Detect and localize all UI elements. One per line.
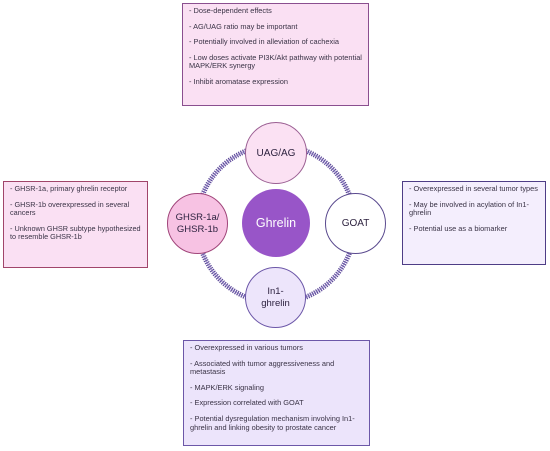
- list-item: - Potential dysregulation mechanism invo…: [190, 413, 355, 432]
- ghsr-notes-box: - GHSR-1a, primary ghrelin receptor - GH…: [3, 181, 148, 268]
- goat-notes-box: - Overexpressed in several tumor types -…: [402, 181, 546, 265]
- list-item: - Overexpressed in various tumors: [190, 343, 303, 352]
- in1-ghrelin-notes-box: - Overexpressed in various tumors - Asso…: [183, 340, 370, 446]
- list-item: - Potential use as a biomarker: [409, 223, 508, 233]
- uag-ag-label: UAG/AG: [256, 147, 296, 159]
- list-item: - Inhibit aromatase expression: [189, 76, 289, 86]
- in1-ghrelin-label: In1- ghrelin: [261, 285, 290, 309]
- uag-ag-notes-box: - Dose-dependent effects - AG/UAG ratio …: [182, 3, 369, 106]
- list-item: - Dose-dependent effects: [189, 6, 272, 15]
- uag-ag-node: UAG/AG: [245, 122, 307, 184]
- in1-ghrelin-node: In1- ghrelin: [245, 267, 306, 328]
- list-item: - Potentially involved in alleviation of…: [189, 37, 339, 47]
- ghrelin-center-node: Ghrelin: [242, 189, 310, 257]
- list-item: - Expression correlated with GOAT: [190, 398, 304, 408]
- list-item: - May be involved in acylation of In1-gh…: [409, 199, 529, 218]
- list-item: - Associated with tumor aggressiveness a…: [190, 358, 335, 377]
- list-item: - Unknown GHSR subtype hypothesized to r…: [10, 223, 141, 242]
- goat-label: GOAT: [341, 218, 370, 229]
- list-item: - AG/UAG ratio may be important: [189, 21, 298, 31]
- goat-node: GOAT: [325, 193, 386, 254]
- list-item: - Low doses activate PI3K/Akt pathway wi…: [189, 52, 362, 71]
- list-item: - GHSR-1a, primary ghrelin receptor: [10, 184, 128, 193]
- list-item: - GHSR-1b overexpressed in several cance…: [10, 199, 130, 218]
- ghsr-node: GHSR-1a/ GHSR-1b: [167, 193, 228, 254]
- list-item: - MAPK/ERK signaling: [190, 382, 264, 392]
- ghsr-label: GHSR-1a/ GHSR-1b: [175, 211, 220, 235]
- ghrelin-label: Ghrelin: [255, 216, 297, 230]
- list-item: - Overexpressed in several tumor types: [409, 184, 538, 193]
